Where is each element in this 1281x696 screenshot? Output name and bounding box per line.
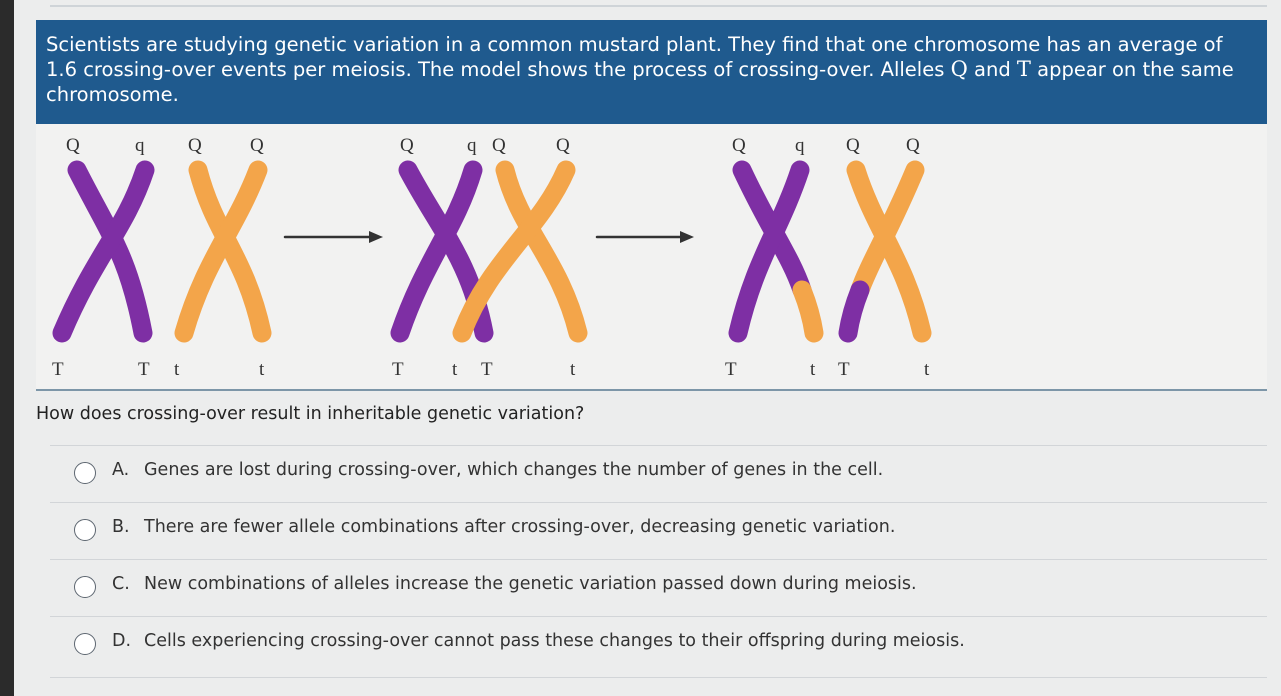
top-divider xyxy=(50,5,1267,7)
choice-d[interactable]: D. Cells experiencing crossing-over cann… xyxy=(50,616,1267,678)
allele-label: Q xyxy=(846,135,860,156)
orange-chromatid-right xyxy=(452,160,576,343)
prompt-text-2: and xyxy=(967,58,1017,81)
allele-label: T xyxy=(725,359,737,380)
allele-t: T xyxy=(1016,57,1031,81)
chromosome-pair-2 xyxy=(390,160,588,343)
choice-text: There are fewer allele combinations afte… xyxy=(144,517,896,537)
allele-label: t xyxy=(259,359,265,380)
purple-chromatid-right xyxy=(52,160,155,343)
allele-label: t xyxy=(810,359,816,380)
choice-letter: D. xyxy=(112,631,132,651)
allele-label: q xyxy=(467,135,477,156)
allele-label: t xyxy=(924,359,930,380)
allele-q: Q xyxy=(950,57,968,81)
allele-label: T xyxy=(138,359,150,380)
choice-letter: B. xyxy=(112,517,130,537)
allele-label: q xyxy=(795,135,805,156)
choice-text: Cells experiencing crossing-over cannot … xyxy=(144,631,965,651)
orange-chromatid-right xyxy=(850,160,925,300)
choice-text: Genes are lost during crossing-over, whi… xyxy=(144,460,884,480)
arrow-1 xyxy=(283,231,383,243)
allele-label: Q xyxy=(556,135,570,156)
choice-b[interactable]: B. There are fewer allele combinations a… xyxy=(50,502,1267,559)
allele-label: t xyxy=(452,359,458,380)
prompt-text-3: appear on the same chromosome. xyxy=(46,58,1234,106)
allele-label: T xyxy=(838,359,850,380)
allele-label: Q xyxy=(400,135,414,156)
radio-button-c[interactable] xyxy=(74,576,96,598)
allele-label: Q xyxy=(492,135,506,156)
choice-c[interactable]: C. New combinations of alleles increase … xyxy=(50,559,1267,616)
figure-divider xyxy=(36,389,1267,391)
allele-label: Q xyxy=(188,135,202,156)
purple-chromatid-right xyxy=(390,160,483,343)
allele-label: T xyxy=(481,359,493,380)
chromosome-pair-3 xyxy=(728,160,932,343)
chromosome-pair-1 xyxy=(52,160,272,343)
purple-chromatid-right xyxy=(728,160,810,343)
allele-label: T xyxy=(392,359,404,380)
orange-chromatid-right xyxy=(174,160,268,343)
orange-chromatid-left xyxy=(495,160,588,343)
radio-button-a[interactable] xyxy=(74,462,96,484)
allele-label: Q xyxy=(732,135,746,156)
arrow-2 xyxy=(595,231,694,243)
allele-label: Q xyxy=(66,135,80,156)
question-text: How does crossing-over result in inherit… xyxy=(36,404,585,424)
allele-label: Q xyxy=(250,135,264,156)
choice-letter: C. xyxy=(112,574,130,594)
purple-chromatid-left-recombined xyxy=(792,280,824,343)
allele-label: t xyxy=(174,359,180,380)
radio-button-b[interactable] xyxy=(74,519,96,541)
choice-text: New combinations of alleles increase the… xyxy=(144,574,917,594)
choice-letter: A. xyxy=(112,460,130,480)
radio-button-d[interactable] xyxy=(74,633,96,655)
allele-label: q xyxy=(135,135,145,156)
prompt-text-1: Scientists are studying genetic variatio… xyxy=(46,33,1223,81)
allele-label: T xyxy=(52,359,64,380)
orange-chromatid-right-recombined xyxy=(838,280,870,343)
allele-label: t xyxy=(570,359,576,380)
question-prompt: Scientists are studying genetic variatio… xyxy=(36,20,1267,124)
allele-label: Q xyxy=(906,135,920,156)
choice-a[interactable]: A. Genes are lost during crossing-over, … xyxy=(50,445,1267,502)
